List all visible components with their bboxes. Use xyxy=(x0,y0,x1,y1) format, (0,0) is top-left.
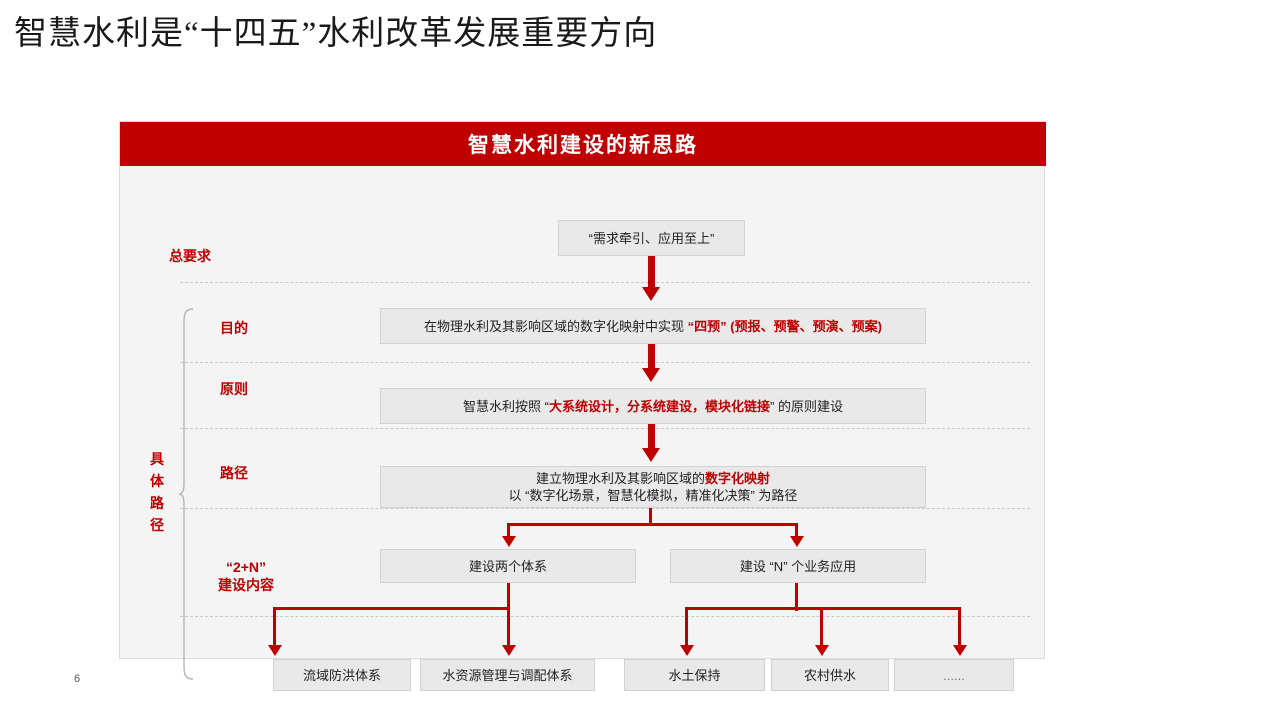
connector-right-to-leaf-4 xyxy=(820,607,823,649)
node-leaf-water-resource-management[interactable]: 水资源管理与调配体系 xyxy=(420,659,595,691)
group-label-char-4: 径 xyxy=(150,517,164,533)
connector-path-split-bar xyxy=(507,523,798,526)
connector-right-group-bar xyxy=(685,607,961,610)
node-path-line1-highlight: 数字化映射 xyxy=(705,471,771,486)
node-branch-n-applications-label: 建设 “N” 个业务应用 xyxy=(739,558,857,574)
node-leaf-soil-water-conservation-label: 水土保持 xyxy=(668,667,721,683)
arrow-head-right-branch-icon xyxy=(790,536,804,547)
node-purpose[interactable]: 在物理水利及其影响区域的数字化映射中实现 “四预” (预报、预警、预演、预案) xyxy=(380,308,926,344)
connector-left-to-leaf-2 xyxy=(507,607,510,649)
panel-body: 具体路径 总要求 目的 原则 路径 “2+N” 建设内容 “需求牵引、应用至上”… xyxy=(120,166,1046,691)
arrow-head-top-to-purpose-icon xyxy=(642,287,660,301)
node-principle-highlight: 大系统设计，分系统建设，模块化链接 xyxy=(548,398,770,414)
row-separator-5 xyxy=(180,616,1030,617)
arrow-head-left-branch-icon xyxy=(502,536,516,547)
node-overall-requirement[interactable]: “需求牵引、应用至上” xyxy=(558,220,745,256)
node-path-line-2: 以 “数字化场景，智慧化模拟，精准化决策” 为路径 xyxy=(508,488,798,503)
node-branch-two-systems-label: 建设两个体系 xyxy=(468,558,547,574)
node-overall-requirement-label: “需求牵引、应用至上” xyxy=(588,230,715,246)
node-leaf-flood-control-label: 流域防洪体系 xyxy=(302,667,381,683)
node-principle[interactable]: 智慧水利按照 “大系统设计，分系统建设，模块化链接” 的原则建设 xyxy=(380,388,926,424)
group-brace-icon xyxy=(178,308,194,680)
build-content-line-2: 建设内容 xyxy=(218,577,274,593)
node-purpose-highlight: “四预” (预报、预警、预演、预案) xyxy=(687,318,882,334)
node-branch-two-systems[interactable]: 建设两个体系 xyxy=(380,549,636,583)
arrow-head-purpose-to-principle-icon xyxy=(642,368,660,382)
row-separator-1 xyxy=(180,282,1030,283)
connector-path-split-stem xyxy=(649,508,652,525)
row-separator-4 xyxy=(180,508,1030,509)
group-label-vertical: 具体路径 xyxy=(147,448,167,536)
row-label-principle: 原则 xyxy=(220,381,248,397)
build-content-line-1: “2+N” xyxy=(225,559,267,575)
panel-header-title: 智慧水利建设的新思路 xyxy=(120,122,1046,166)
connector-right-to-leaf-5 xyxy=(958,607,961,649)
node-principle-text: 智慧水利按照 “大系统设计，分系统建设，模块化链接” 的原则建设 xyxy=(463,398,843,415)
arrow-head-leaf-5-icon xyxy=(953,645,967,656)
group-label-char-1: 具 xyxy=(150,451,164,467)
row-separator-3 xyxy=(180,428,1030,429)
connector-right-to-leaf-3 xyxy=(685,607,688,649)
node-path-line1-prefix: 建立物理水利及其影响区域的 xyxy=(535,471,705,486)
group-label-char-3: 路 xyxy=(150,495,164,511)
connector-top-to-purpose xyxy=(648,256,655,290)
arrow-head-leaf-3-icon xyxy=(680,645,694,656)
page-number: 6 xyxy=(74,673,81,685)
connector-path-to-right-branch xyxy=(795,523,798,540)
connector-purpose-to-principle xyxy=(648,344,655,371)
diagram-panel: 智慧水利建设的新思路 具体路径 总要求 目的 原则 路径 “2+N” 建设内容 … xyxy=(119,121,1046,691)
connector-left-group-stem xyxy=(507,583,510,621)
node-path[interactable]: 建立物理水利及其影响区域的数字化映射 以 “数字化场景，智慧化模拟，精准化决策”… xyxy=(380,466,926,508)
page-title: 智慧水利是“十四五”水利改革发展重要方向 xyxy=(14,16,658,52)
arrow-head-leaf-1-icon xyxy=(268,645,282,656)
node-purpose-text: 在物理水利及其影响区域的数字化映射中实现 “四预” (预报、预警、预演、预案) xyxy=(424,318,882,335)
connector-right-group-stem xyxy=(795,583,798,611)
arrow-head-principle-to-path-icon xyxy=(642,448,660,462)
node-branch-n-applications[interactable]: 建设 “N” 个业务应用 xyxy=(670,549,926,583)
connector-path-to-left-branch xyxy=(507,523,510,540)
node-leaf-soil-water-conservation[interactable]: 水土保持 xyxy=(624,659,765,691)
row-label-overall-requirement: 总要求 xyxy=(169,248,211,264)
node-leaf-rural-water-supply-label: 农村供水 xyxy=(803,667,856,683)
connector-left-to-leaf-1 xyxy=(273,607,276,649)
node-leaf-more-label: ...... xyxy=(943,667,965,683)
node-principle-prefix: 智慧水利按照 “ xyxy=(463,398,549,414)
node-purpose-prefix: 在物理水利及其影响区域的数字化映射中实现 xyxy=(424,318,688,334)
row-label-purpose: 目的 xyxy=(220,320,248,336)
connector-principle-to-path xyxy=(648,424,655,451)
connector-left-group-bar xyxy=(273,607,510,610)
row-label-build-content: “2+N” 建设内容 xyxy=(196,558,296,594)
node-path-line-1: 建立物理水利及其影响区域的数字化映射 xyxy=(536,470,770,487)
arrow-head-leaf-2-icon xyxy=(502,645,516,656)
node-leaf-water-resource-management-label: 水资源管理与调配体系 xyxy=(442,667,573,683)
group-label-char-2: 体 xyxy=(150,473,164,489)
row-label-path: 路径 xyxy=(220,465,248,481)
node-leaf-rural-water-supply[interactable]: 农村供水 xyxy=(771,659,889,691)
row-separator-2 xyxy=(180,362,1030,363)
node-leaf-more[interactable]: ...... xyxy=(894,659,1014,691)
node-principle-suffix: ” 的原则建设 xyxy=(770,398,843,414)
node-leaf-flood-control[interactable]: 流域防洪体系 xyxy=(273,659,411,691)
arrow-head-leaf-4-icon xyxy=(815,645,829,656)
